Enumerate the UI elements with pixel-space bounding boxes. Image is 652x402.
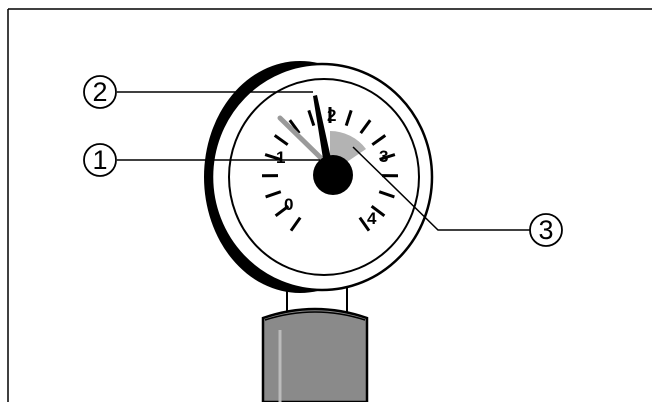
callout-3: 3 [529, 213, 563, 247]
scale-tick [370, 204, 386, 218]
scale-label-1: 1 [276, 148, 285, 167]
scale-tick [289, 216, 302, 232]
scale-tick [359, 119, 372, 134]
pressure-pointer [277, 115, 326, 163]
callout-3-number: 3 [538, 215, 553, 245]
scale-tick [371, 134, 387, 146]
callout-1: 1 [83, 143, 117, 177]
scale-label-2: 2 [327, 106, 336, 125]
callout-1-number: 1 [92, 145, 107, 175]
callout-2: 2 [83, 75, 117, 109]
scale-labels: 0 1 2 3 4 [276, 106, 388, 228]
scale-label-0: 0 [284, 195, 293, 214]
scale-tick [378, 190, 395, 199]
scale-ticks [261, 107, 399, 232]
callout-2-number: 2 [92, 77, 107, 107]
scale-label-4: 4 [367, 209, 377, 228]
scale-tick [273, 134, 289, 146]
callout-leaders [117, 91, 530, 231]
adjustable-marker-pointer [313, 95, 332, 165]
scale-tick [265, 190, 282, 199]
connection-pipe [261, 282, 369, 402]
scale-tick [288, 119, 301, 134]
scale-label-3: 3 [379, 147, 388, 166]
scale-tick [274, 204, 290, 218]
gauge-housing [204, 61, 434, 293]
scale-tick [264, 153, 281, 161]
scale-tick [379, 153, 396, 161]
pointer-hub [313, 155, 353, 195]
scale-tick [344, 109, 353, 127]
scale-tick [307, 109, 316, 127]
scale-tick [358, 216, 371, 232]
